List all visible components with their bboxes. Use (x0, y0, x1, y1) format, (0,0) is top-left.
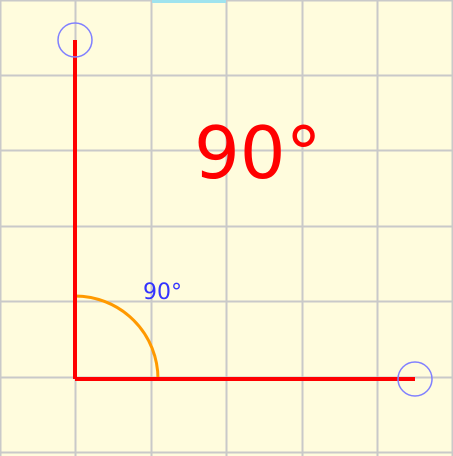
arc-angle-label: 90° (143, 280, 182, 305)
angle-value-display: 90° (194, 111, 322, 195)
top-tab-marker (152, 0, 226, 3)
circle-drag-handle-icon[interactable] (57, 22, 93, 58)
angle-arc (74, 294, 160, 380)
circle-drag-handle-icon[interactable] (397, 361, 433, 397)
